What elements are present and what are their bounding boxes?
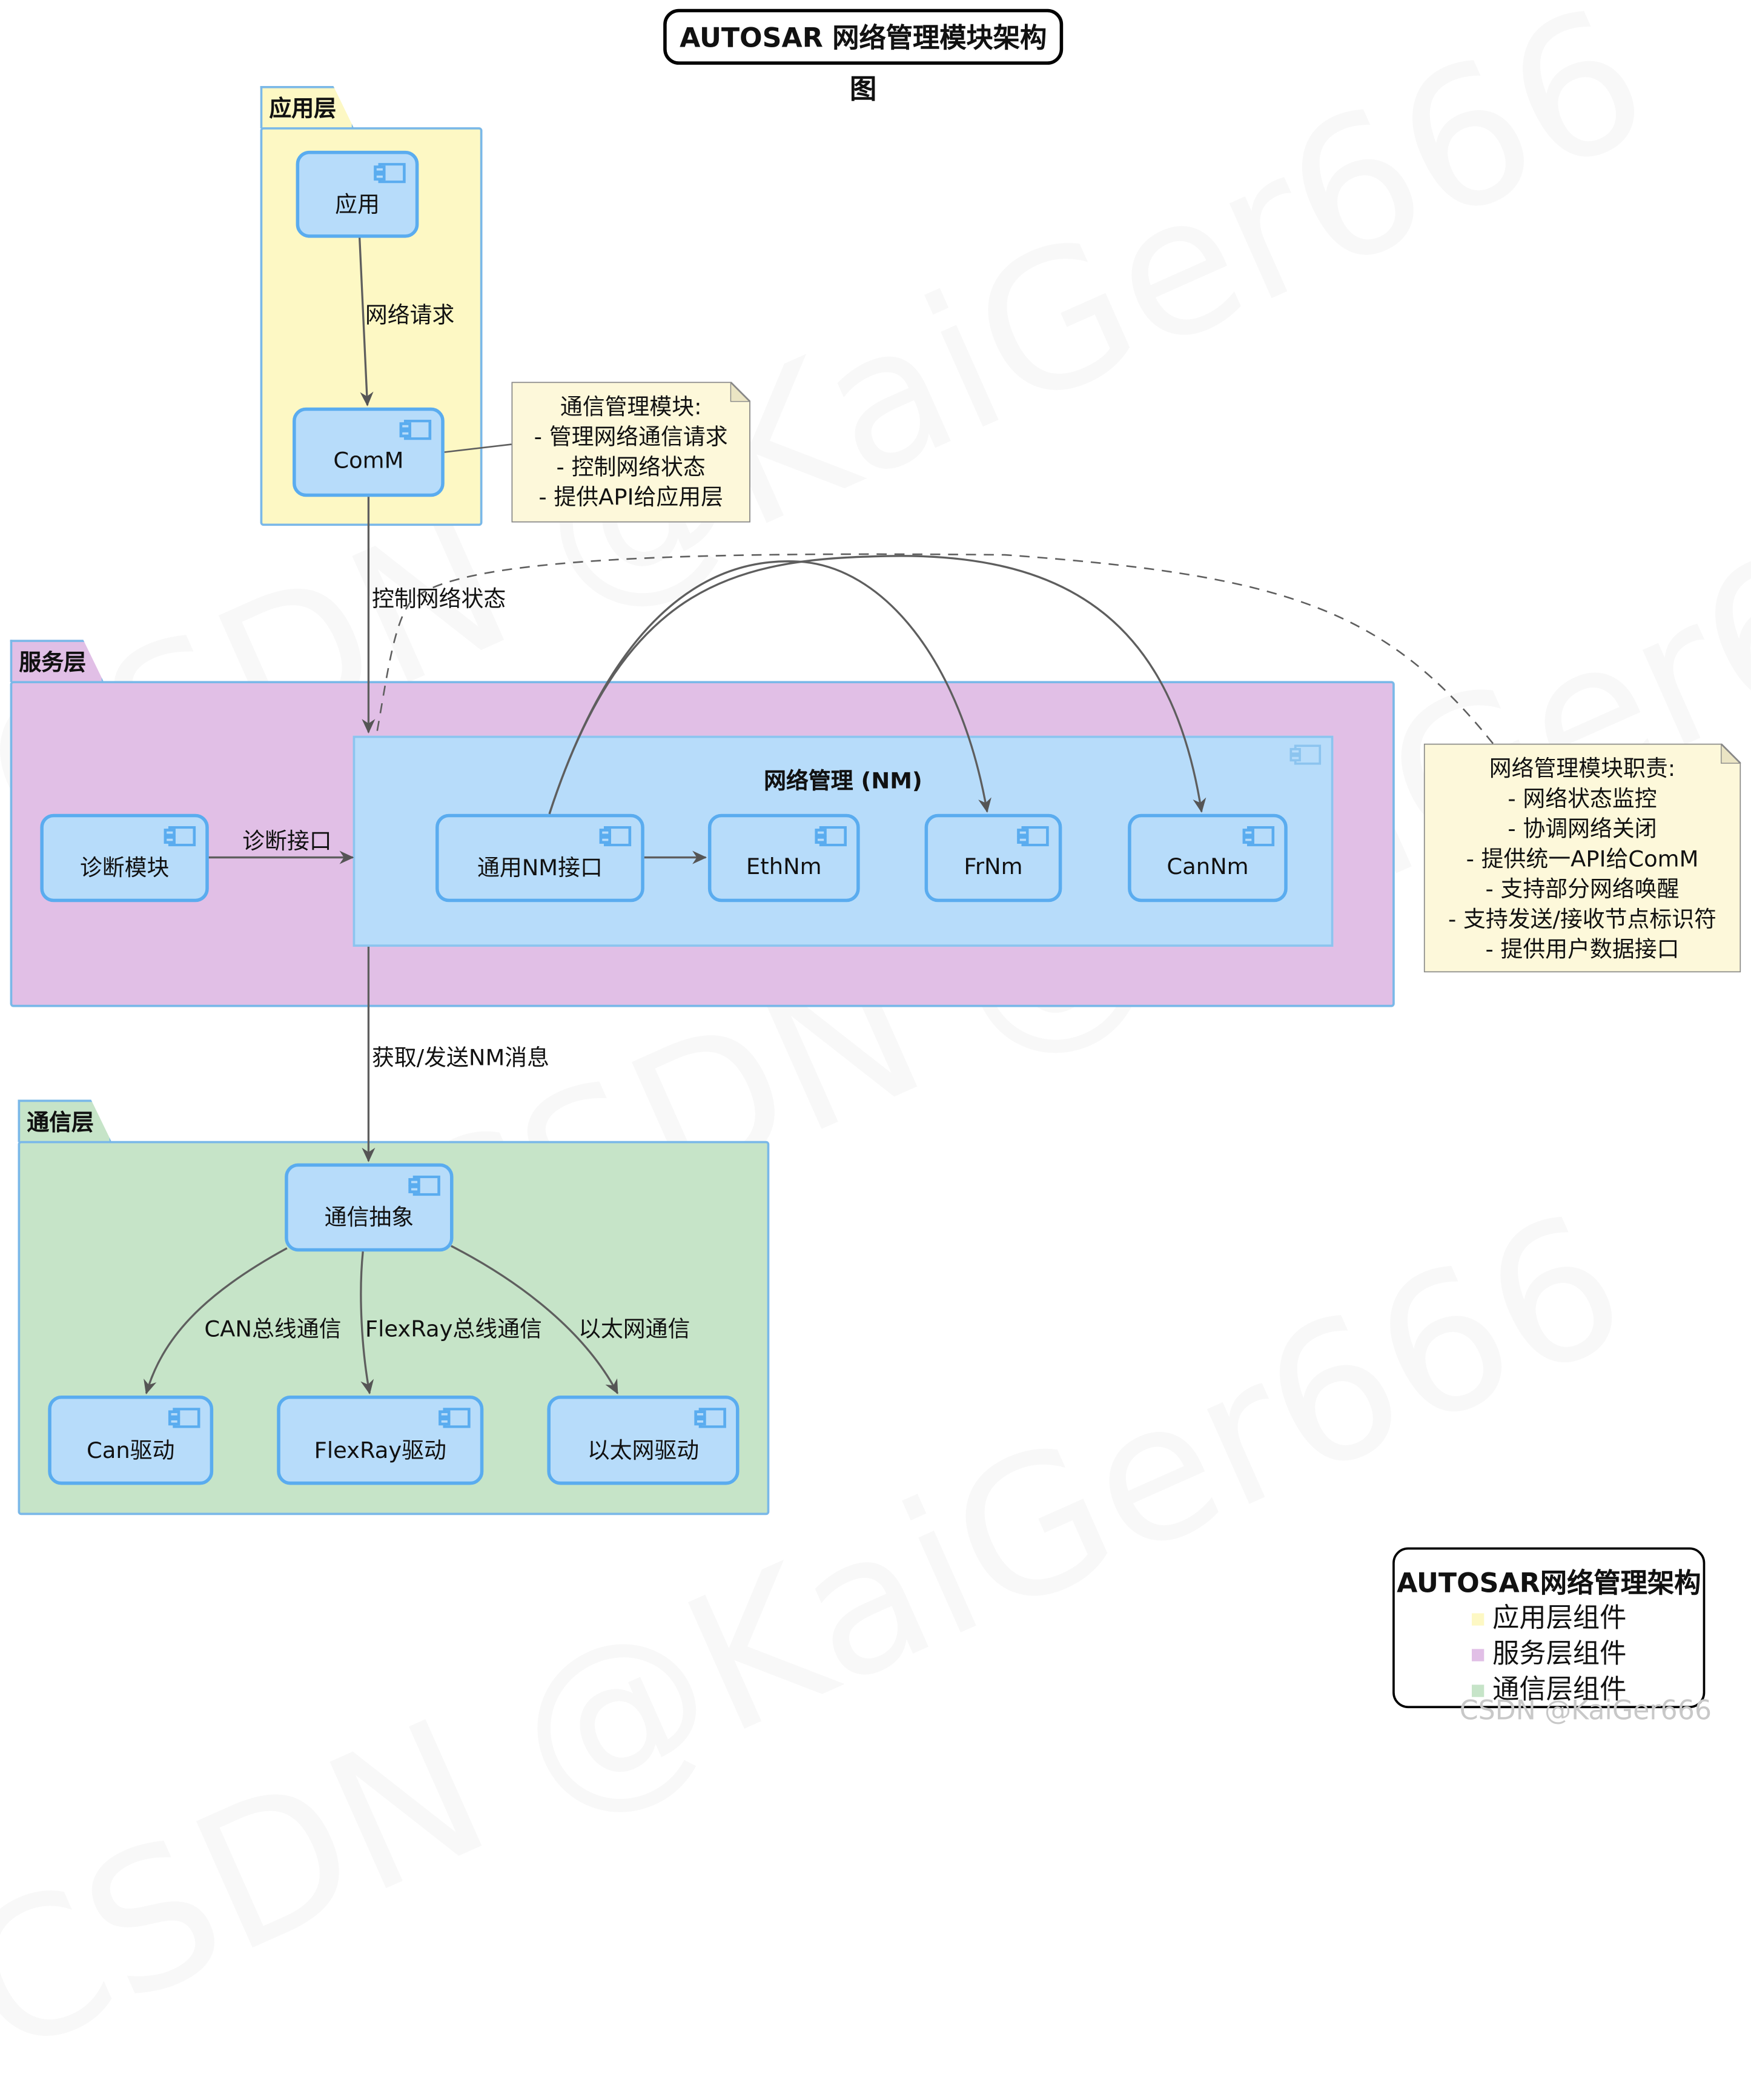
component-ethnm[interactable]: EthNm xyxy=(707,813,860,903)
note-line: - 提供统一API给ComM xyxy=(1466,845,1699,872)
note-line: - 管理网络通信请求 xyxy=(534,423,728,450)
legend-title: AUTOSAR网络管理架构 xyxy=(1397,1567,1701,1599)
component-label: 通用NM接口 xyxy=(477,854,603,881)
component-label: Can驱动 xyxy=(86,1436,175,1463)
legend-item: 应用层组件 xyxy=(1395,1600,1703,1635)
note-line: - 支持发送/接收节点标识符 xyxy=(1448,905,1717,933)
component-comm-manager[interactable]: ComM xyxy=(293,407,445,497)
component-label: FrNm xyxy=(964,852,1023,879)
legend-item-label: 应用层组件 xyxy=(1492,1601,1627,1634)
edge-label-control-state: 控制网络状态 xyxy=(371,585,506,612)
component-icon xyxy=(1017,826,1049,847)
component-com-abstraction[interactable]: 通信抽象 xyxy=(285,1163,454,1252)
edge-label-nm-messages: 获取/发送NM消息 xyxy=(371,1044,550,1071)
note-line: - 协调网络关闭 xyxy=(1508,815,1657,842)
component-app[interactable]: 应用 xyxy=(296,150,419,238)
component-diagnostics[interactable]: 诊断模块 xyxy=(40,813,209,903)
edge-label-ethernet: 以太网通信 xyxy=(578,1315,690,1342)
component-label: 通信抽象 xyxy=(324,1203,414,1231)
edge-label-diag-interface: 诊断接口 xyxy=(242,827,332,855)
component-can-driver[interactable]: Can驱动 xyxy=(48,1396,214,1485)
legend-item: 服务层组件 xyxy=(1395,1635,1703,1671)
edge-label-network-request: 网络请求 xyxy=(365,301,455,328)
component-label: 诊断模块 xyxy=(79,854,170,881)
legend-item-label: 服务层组件 xyxy=(1492,1637,1627,1669)
component-icon xyxy=(694,1408,726,1428)
note-line: - 提供API给应用层 xyxy=(538,483,723,511)
diagram-canvas: CSDN @KaiGer666 CSDN @KaiGer666 CSDN @Ka… xyxy=(10,8,1741,1726)
component-icon xyxy=(164,826,196,847)
note-comm-manager: 通信管理模块: - 管理网络通信请求 - 控制网络状态 - 提供API给应用层 xyxy=(511,382,750,522)
component-label: FlexRay驱动 xyxy=(314,1436,446,1463)
diagram-title: AUTOSAR 网络管理模块架构图 xyxy=(663,8,1064,105)
note-line: - 支持部分网络唤醒 xyxy=(1485,875,1680,903)
component-icon xyxy=(399,420,432,440)
watermark-credit: CSDN @KaiGer666 xyxy=(1459,1694,1712,1726)
component-icon xyxy=(439,1408,471,1428)
nm-group-title: 网络管理 (NM) xyxy=(764,767,922,794)
legend: AUTOSAR网络管理架构 应用层组件 服务层组件 通信层组件 xyxy=(1392,1547,1706,1709)
note-fold-corner xyxy=(730,382,750,402)
legend-swatch xyxy=(1471,1684,1484,1697)
component-ethernet-driver[interactable]: 以太网驱动 xyxy=(547,1396,740,1485)
component-label: EthNm xyxy=(746,852,822,879)
note-line: 通信管理模块: xyxy=(560,393,702,420)
component-icon xyxy=(815,826,847,847)
component-generic-nm[interactable]: 通用NM接口 xyxy=(435,813,644,903)
legend-item: 通信层组件 xyxy=(1395,1671,1703,1707)
component-flexray-driver[interactable]: FlexRay驱动 xyxy=(277,1396,484,1485)
edge-label-can-bus: CAN总线通信 xyxy=(204,1315,342,1342)
note-line: 网络管理模块职责: xyxy=(1489,755,1676,782)
component-frnm[interactable]: FrNm xyxy=(924,813,1062,903)
component-label: 以太网驱动 xyxy=(587,1436,700,1463)
component-label: CanNm xyxy=(1167,852,1249,879)
layer-tab-app: 应用层 xyxy=(260,85,354,128)
layer-tab-comm: 通信层 xyxy=(18,1099,112,1142)
legend-item-label: 通信层组件 xyxy=(1492,1673,1627,1705)
component-label: 应用 xyxy=(335,190,380,217)
component-icon xyxy=(1289,744,1322,765)
component-icon xyxy=(599,826,632,847)
component-icon xyxy=(374,163,406,184)
edge-label-flexray-bus: FlexRay总线通信 xyxy=(365,1315,542,1342)
note-line: - 控制网络状态 xyxy=(556,453,706,480)
note-line: - 网络状态监控 xyxy=(1508,784,1657,812)
component-icon xyxy=(408,1175,440,1196)
component-label: ComM xyxy=(333,446,404,474)
component-icon xyxy=(1242,826,1275,847)
legend-swatch xyxy=(1471,1612,1484,1625)
note-line: - 提供用户数据接口 xyxy=(1485,935,1680,962)
component-icon xyxy=(168,1408,200,1428)
note-fold-corner xyxy=(1721,743,1741,764)
component-cannm[interactable]: CanNm xyxy=(1128,813,1288,903)
legend-swatch xyxy=(1471,1648,1484,1661)
note-network-management: 网络管理模块职责: - 网络状态监控 - 协调网络关闭 - 提供统一API给Co… xyxy=(1424,744,1741,973)
